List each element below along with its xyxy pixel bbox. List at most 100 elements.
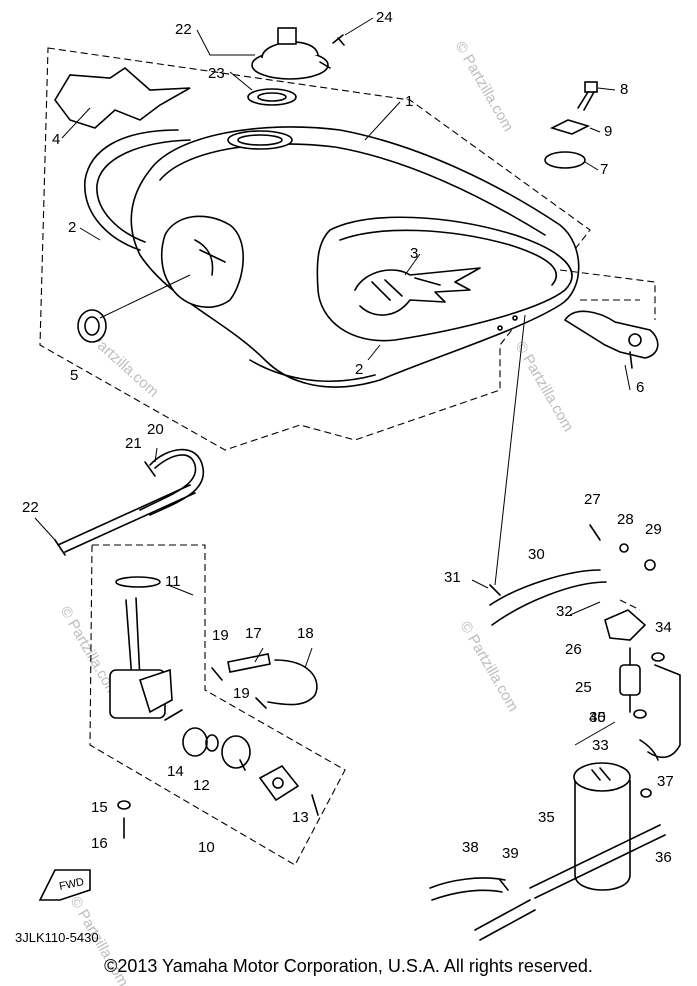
callout: 18 (297, 625, 314, 642)
callout: 26 (565, 641, 582, 658)
callout: 24 (376, 9, 393, 26)
fuel-cock-lever (221, 735, 251, 771)
drain-hose (429, 877, 506, 901)
canister-bolt (589, 524, 601, 541)
fuel-cock-gasket (182, 727, 208, 757)
fuel-hose (57, 448, 205, 553)
callout: 27 (584, 491, 601, 508)
bracket-dash (619, 599, 641, 611)
callout: 1 (405, 93, 413, 110)
callout: 29 (645, 521, 662, 538)
canister-clip (640, 788, 652, 798)
hose-clamp (255, 697, 267, 709)
callout: 14 (167, 763, 184, 780)
callout: 13 (292, 809, 309, 826)
callout: 12 (193, 777, 210, 794)
o-ring (115, 576, 161, 588)
hose-clamp (144, 461, 156, 477)
leader-lines (34, 17, 631, 746)
valve-clip (651, 652, 665, 662)
vent-hose (489, 569, 607, 626)
callout: 28 (617, 511, 634, 528)
copyright-notice: ©2013 Yamaha Motor Corporation, U.S.A. A… (104, 956, 593, 976)
callout: 2 (68, 219, 76, 236)
callout: 40 (589, 709, 606, 726)
callout: 22 (22, 499, 39, 516)
trim-strip (96, 139, 191, 243)
fuel-cock-washer (117, 800, 131, 810)
callout: 30 (528, 546, 545, 563)
callout: 9 (604, 123, 612, 140)
plate-screw (311, 794, 319, 816)
callout: 16 (91, 835, 108, 852)
hose-clamp (211, 667, 223, 681)
fuel-cap (251, 27, 331, 80)
callout: 19 (233, 685, 250, 702)
cap-gasket (247, 88, 297, 106)
callout: 17 (245, 625, 262, 642)
fuel-cock-seal (205, 734, 219, 752)
callout: 22 (175, 21, 192, 38)
fuel-cock-group-outline (89, 544, 346, 866)
callout: 20 (147, 421, 164, 438)
tank-group-outline (39, 47, 591, 451)
valve-clip (633, 709, 647, 719)
callout: 38 (462, 839, 479, 856)
fuel-tank (130, 126, 580, 388)
washer (549, 119, 591, 135)
callout: 33 (592, 737, 609, 754)
canister-nut (619, 543, 629, 553)
charcoal-canister (573, 762, 631, 891)
hose-clamp (54, 539, 66, 556)
tank-bracket (563, 310, 659, 369)
callout: 4 (52, 131, 60, 148)
callout: 32 (556, 603, 573, 620)
fuel-cock (109, 597, 183, 721)
callout: 39 (502, 845, 519, 862)
leader-line (99, 274, 191, 319)
callout: 34 (655, 619, 672, 636)
callout: 3 (410, 245, 418, 262)
hose-clamp (489, 584, 501, 596)
bracket-dash (559, 269, 656, 320)
canister-hose (639, 664, 681, 761)
callout: 6 (636, 379, 644, 396)
drain-clamp (499, 879, 509, 891)
cap-screw (332, 34, 345, 46)
callout: 8 (620, 81, 628, 98)
callout: 37 (657, 773, 674, 790)
callout-labels: 1 2 2 3 4 5 6 7 8 9 10 11 12 13 14 15 16… (22, 9, 674, 866)
damper (544, 151, 586, 169)
cap-nut (77, 309, 107, 343)
graphic-sheet (54, 66, 191, 129)
watermark: © Partzilla.com (457, 619, 522, 715)
callout: 2 (355, 361, 363, 378)
canister-collar (644, 559, 656, 571)
watermark: © Partzilla.com (512, 339, 577, 435)
rollover-valve (619, 647, 641, 713)
callout: 23 (208, 65, 225, 82)
fuel-pipe (227, 653, 271, 673)
canister-bracket (604, 609, 647, 641)
tank-emblem (354, 267, 481, 316)
callout: 15 (91, 799, 108, 816)
callout: 10 (198, 839, 215, 856)
callout: 35 (589, 709, 606, 726)
bolt (577, 81, 598, 111)
fuel-cock-plate (258, 764, 300, 802)
fwd-label: FWD (58, 876, 85, 893)
leader-line (494, 314, 526, 586)
callout: 7 (600, 161, 608, 178)
forward-arrow: FWD (38, 869, 91, 901)
drain-pipe (474, 899, 536, 941)
callout: 21 (125, 435, 142, 452)
callout: 19 (212, 627, 229, 644)
callout: 25 (575, 679, 592, 696)
watermark: © Partzilla.com (452, 39, 517, 135)
callout: 31 (444, 569, 461, 586)
callout: 5 (70, 367, 78, 384)
fuel-hose-2 (267, 659, 318, 706)
callout: 36 (655, 849, 672, 866)
diagram-code: 3JLK110-5430 (15, 930, 99, 945)
